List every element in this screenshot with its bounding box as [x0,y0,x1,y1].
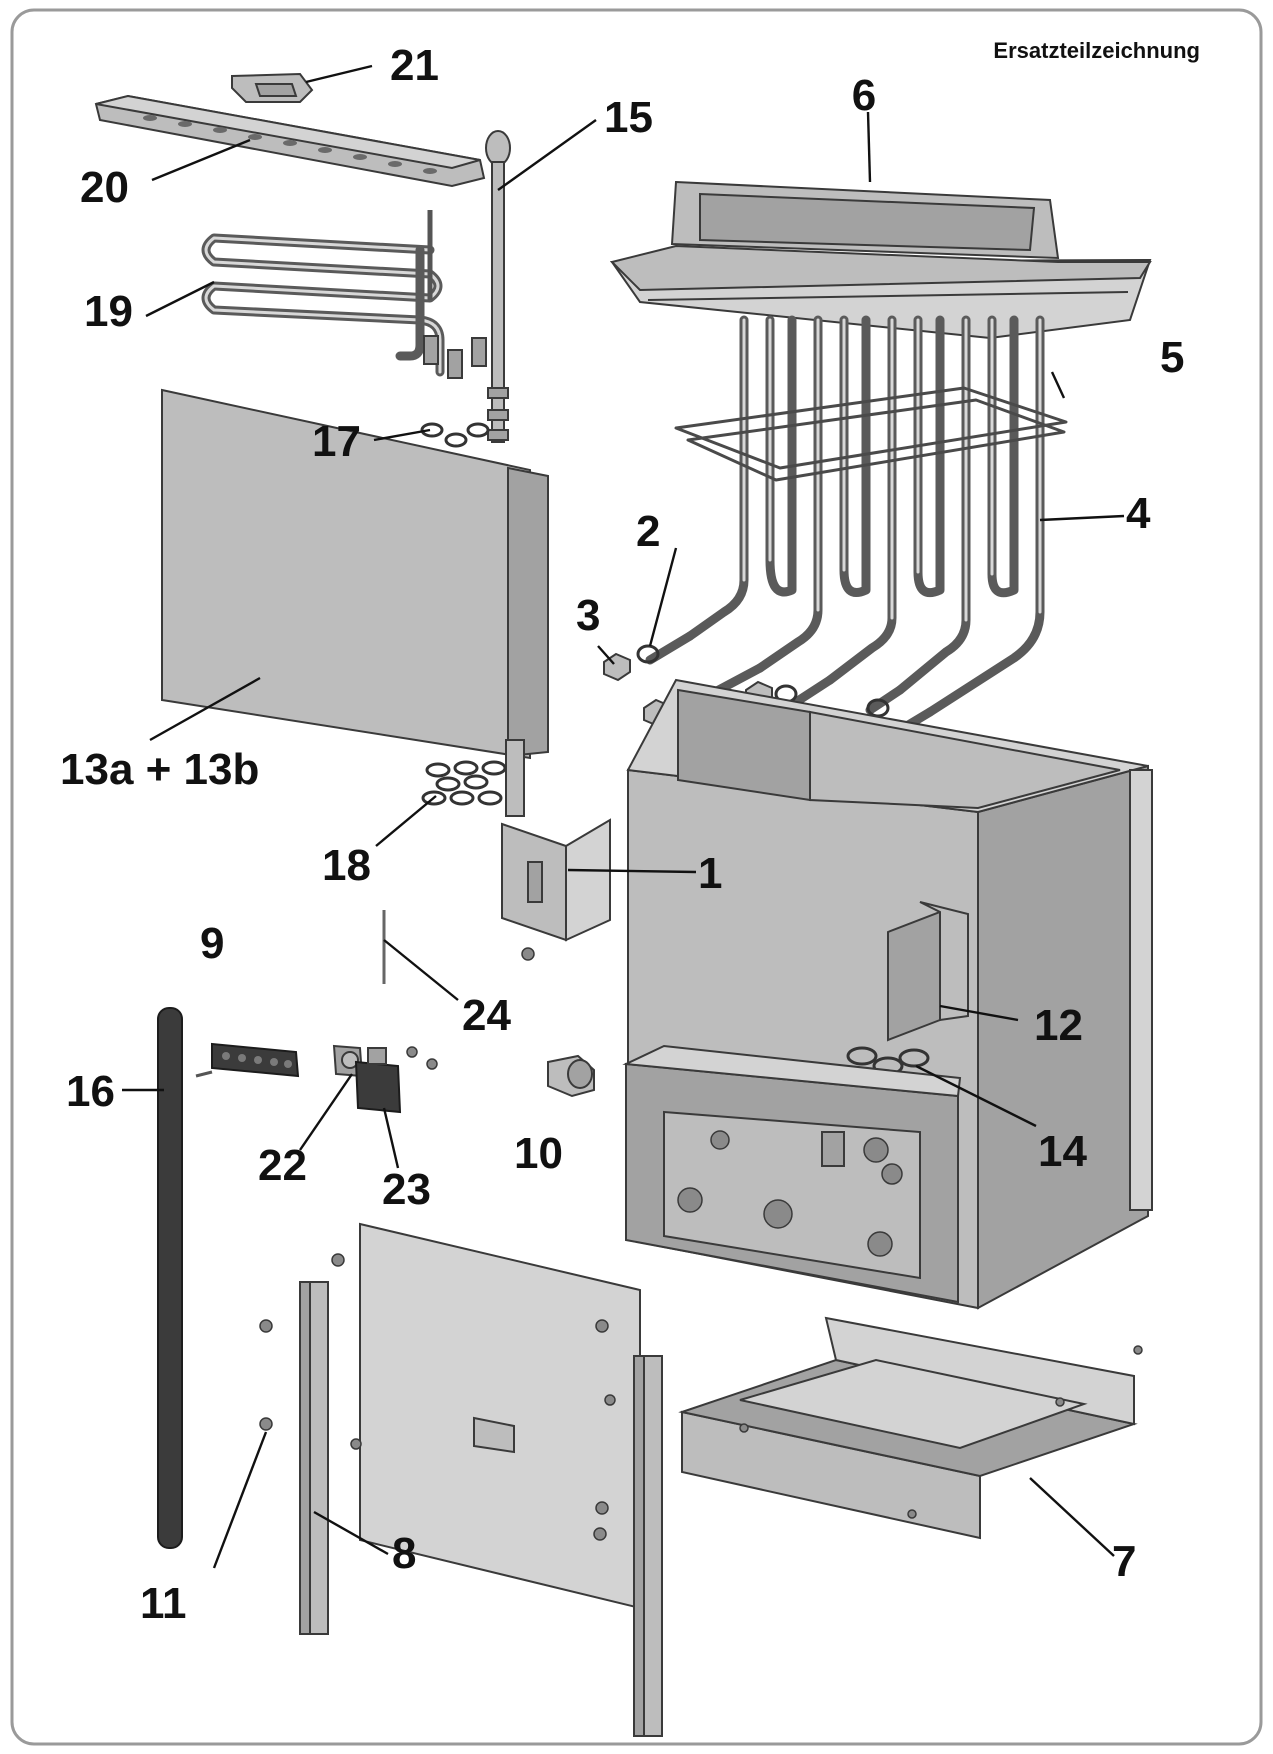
label-4: 4 [1126,489,1151,538]
part-10-cable-gland [547,1054,595,1098]
part-20-perforated-rail [94,94,486,188]
label-23: 23 [382,1165,431,1214]
part-17-washers [420,422,490,448]
label-21: 21 [390,41,439,90]
label-2: 2 [636,507,660,556]
label-16: 16 [66,1067,115,1116]
label-13: 13a + 13b [60,745,259,794]
label-7: 7 [1112,1537,1136,1586]
part-15-sensor-rod [485,130,511,443]
label-5: 5 [1160,333,1184,382]
part-18-washers-nuts [421,760,507,806]
label-19: 19 [84,287,133,336]
label-24: 24 [462,991,511,1040]
part-5-wire-spacer [674,386,1068,482]
label-17: 17 [312,417,361,466]
part-22-switch [332,1044,364,1078]
label-11: 11 [140,1579,187,1628]
label-3: 3 [576,591,600,640]
part-labels: 21 15 6 20 19 5 17 4 2 3 13a + 13b 18 1 … [60,41,1184,1628]
leader-lines [122,64,1125,1569]
label-9: 9 [200,919,224,968]
label-12: 12 [1034,1001,1083,1050]
label-14: 14 [1038,1127,1087,1176]
label-10: 10 [514,1129,563,1178]
part-12-bracket [887,910,941,1042]
diagram-title: Ersatzteilzeichnung [993,38,1200,63]
part-19-heating-coil [201,210,487,379]
part-13-side-panel [161,388,549,817]
label-22: 22 [258,1141,307,1190]
label-20: 20 [80,163,129,212]
part-7-bottom-tray [678,1316,1143,1540]
label-8: 8 [392,1529,416,1578]
main-housing [622,678,1153,1310]
label-1: 1 [698,849,722,898]
part-8-front-panel-legs [259,1222,663,1737]
part-16-rod [157,1007,183,1549]
part-21-clip [231,72,314,103]
label-15: 15 [604,93,653,142]
label-18: 18 [322,841,371,890]
part-9-terminal-block [195,1042,300,1078]
part-23-thermostat [354,1046,438,1114]
part-1-mounting-bracket [501,818,611,961]
label-6: 6 [852,71,876,120]
